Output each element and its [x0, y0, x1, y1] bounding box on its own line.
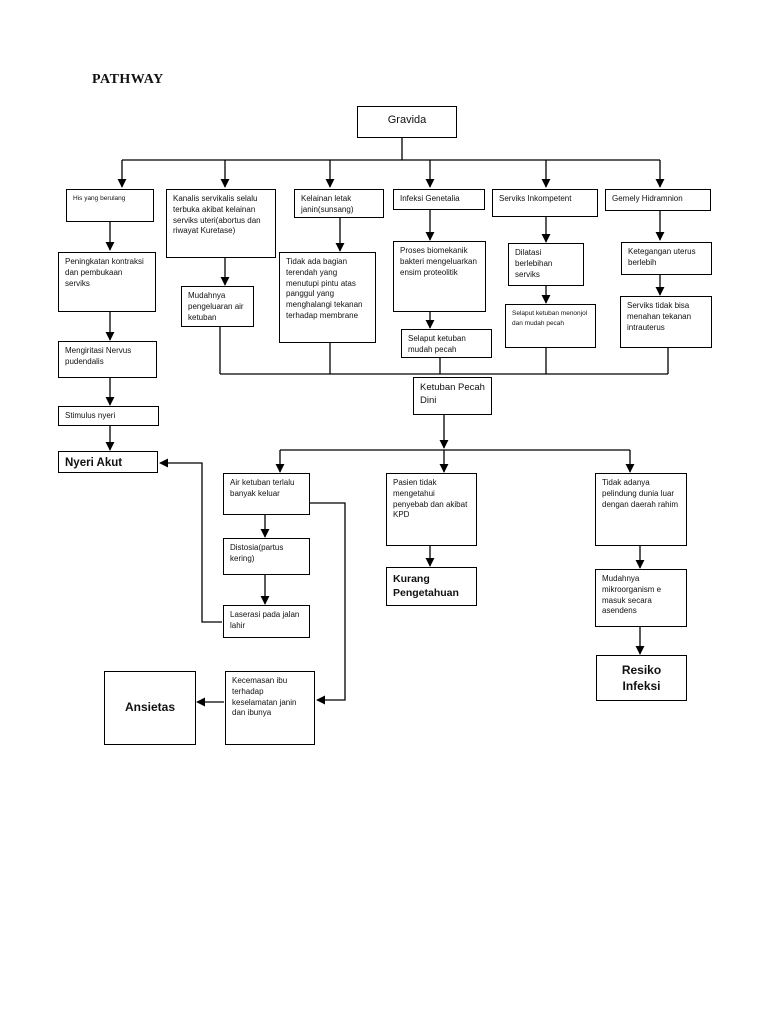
node-peningkatan: Peningkatan kontraksi dan pembukaan serv… — [58, 252, 156, 312]
node-kanalis: Kanalis servikalis selalu terbuka akibat… — [166, 189, 276, 258]
node-gemely: Gemely Hidramnion — [605, 189, 711, 211]
node-air-ketuban-banyak: Air ketuban terlalu banyak keluar — [223, 473, 310, 515]
node-mudahnya-pengeluaran: Mudahnya pengeluaran air ketuban — [181, 286, 254, 327]
node-mikroorganisme: Mudahnya mikroorganism e masuk secara as… — [595, 569, 687, 627]
node-pasien-tidak-tahu: Pasien tidak mengetahui penyebab dan aki… — [386, 473, 477, 546]
node-nyeri-akut: Nyeri Akut — [58, 451, 158, 473]
node-resiko-infeksi: Resiko Infeksi — [596, 655, 687, 701]
node-mengiritasi: Mengiritasi Nervus pudendalis — [58, 341, 157, 378]
node-laserasi: Laserasi pada jalan lahir — [223, 605, 310, 638]
node-serviks-inkompetent: Serviks Inkompetent — [492, 189, 598, 217]
line-air-kecemasan — [310, 502, 346, 705]
node-distosia: Distosia(partus kering) — [223, 538, 310, 575]
page-title: PATHWAY — [92, 72, 164, 87]
node-gravida: Gravida — [357, 106, 457, 138]
node-infeksi-genetalia: Infeksi Genetalia — [393, 189, 485, 210]
node-proses-biomekanik: Proses biomekanik bakteri mengeluarkan e… — [393, 241, 486, 312]
line-laserasi-nyeri — [159, 458, 222, 623]
node-tidak-pelindung: Tidak adanya pelindung dunia luar dengan… — [595, 473, 687, 546]
node-dilatasi: Dilatasi berlebihan serviks — [508, 243, 584, 286]
node-selaput-menonjol: Selaput ketuban menonjol dan mudah pecah — [505, 304, 596, 348]
node-tidak-ada-bagian: Tidak ada bagian terendah yang menutupi … — [279, 252, 376, 343]
node-kecemasan: Kecemasan ibu terhadap keselamatan janin… — [225, 671, 315, 745]
node-kurang-pengetahuan: Kurang Pengetahuan — [386, 567, 477, 606]
node-his: His yang berulang — [66, 189, 154, 222]
node-stimulus: Stimulus nyeri — [58, 406, 159, 426]
node-kpd: Ketuban Pecah Dini — [413, 377, 492, 415]
node-ansietas: Ansietas — [104, 671, 196, 745]
node-selaput-mudah-pecah: Selaput ketuban mudah pecah — [401, 329, 492, 358]
node-serviks-tidak-bisa: Serviks tidak bisa menahan tekanan intra… — [620, 296, 712, 348]
node-ketegangan: Ketegangan uterus berlebih — [621, 242, 712, 275]
node-kelainan-letak: Kelainan letak janin(sunsang) — [294, 189, 384, 218]
